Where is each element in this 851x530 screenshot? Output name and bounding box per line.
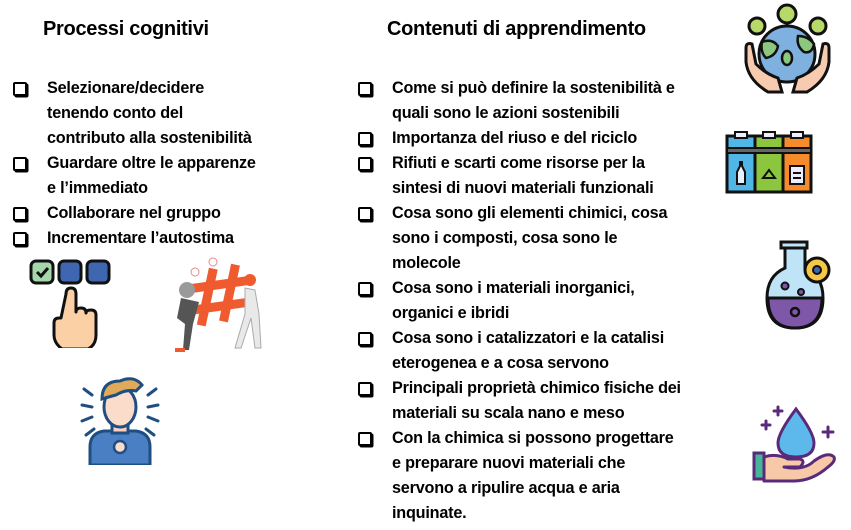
checkbox-icon bbox=[358, 207, 372, 221]
checkbox-icon bbox=[13, 157, 27, 171]
earth-hands-icon bbox=[740, 2, 835, 94]
checkbox-icon bbox=[358, 382, 372, 396]
checkbox-icon bbox=[13, 207, 27, 221]
learning-contents-list: Come si può definire la sostenibilità e … bbox=[358, 76, 738, 526]
cognitive-processes-list: Selezionare/decidere tenendo conto del c… bbox=[13, 76, 323, 251]
checkbox-icon bbox=[358, 157, 372, 171]
list-item: Cosa sono i catalizzatori e la catalisi … bbox=[358, 326, 738, 376]
list-item: Selezionare/decidere tenendo conto del c… bbox=[13, 76, 323, 151]
checkbox-icon bbox=[358, 82, 372, 96]
checkbox-icon bbox=[358, 432, 372, 446]
list-item: Incrementare l’autostima bbox=[13, 226, 323, 251]
list-item: Come si può definire la sostenibilità e … bbox=[358, 76, 738, 126]
left-column-title: Processi cognitivi bbox=[43, 18, 209, 40]
checkbox-icon bbox=[13, 82, 27, 96]
checkbox-icon bbox=[358, 282, 372, 296]
right-column-title: Contenuti di apprendimento bbox=[387, 18, 646, 40]
list-item: Principali proprietà chimico fisiche dei… bbox=[358, 376, 738, 426]
checkbox-icon bbox=[358, 132, 372, 146]
self-esteem-person-icon bbox=[80, 375, 160, 465]
list-item: Collaborare nel gruppo bbox=[13, 201, 323, 226]
chemistry-flask-gear-icon bbox=[765, 240, 840, 332]
list-item: Importanza del riuso e del riciclo bbox=[358, 126, 738, 151]
choice-hand-icon bbox=[28, 258, 114, 348]
list-item: Cosa sono gli elementi chimici, cosa son… bbox=[358, 201, 738, 276]
list-item: Guardare oltre le apparenze e l’immediat… bbox=[13, 151, 323, 201]
checkbox-icon bbox=[358, 332, 372, 346]
list-item: Rifiuti e scarti come risorse per la sin… bbox=[358, 151, 738, 201]
water-drop-hand-icon bbox=[752, 403, 840, 483]
checkbox-icon bbox=[13, 232, 27, 246]
list-item: Cosa sono i materiali inorganici, organi… bbox=[358, 276, 738, 326]
teamwork-hashtag-icon bbox=[165, 256, 270, 356]
list-item: Con la chimica si possono progettare e p… bbox=[358, 426, 738, 526]
recycle-bins-icon bbox=[725, 130, 813, 195]
